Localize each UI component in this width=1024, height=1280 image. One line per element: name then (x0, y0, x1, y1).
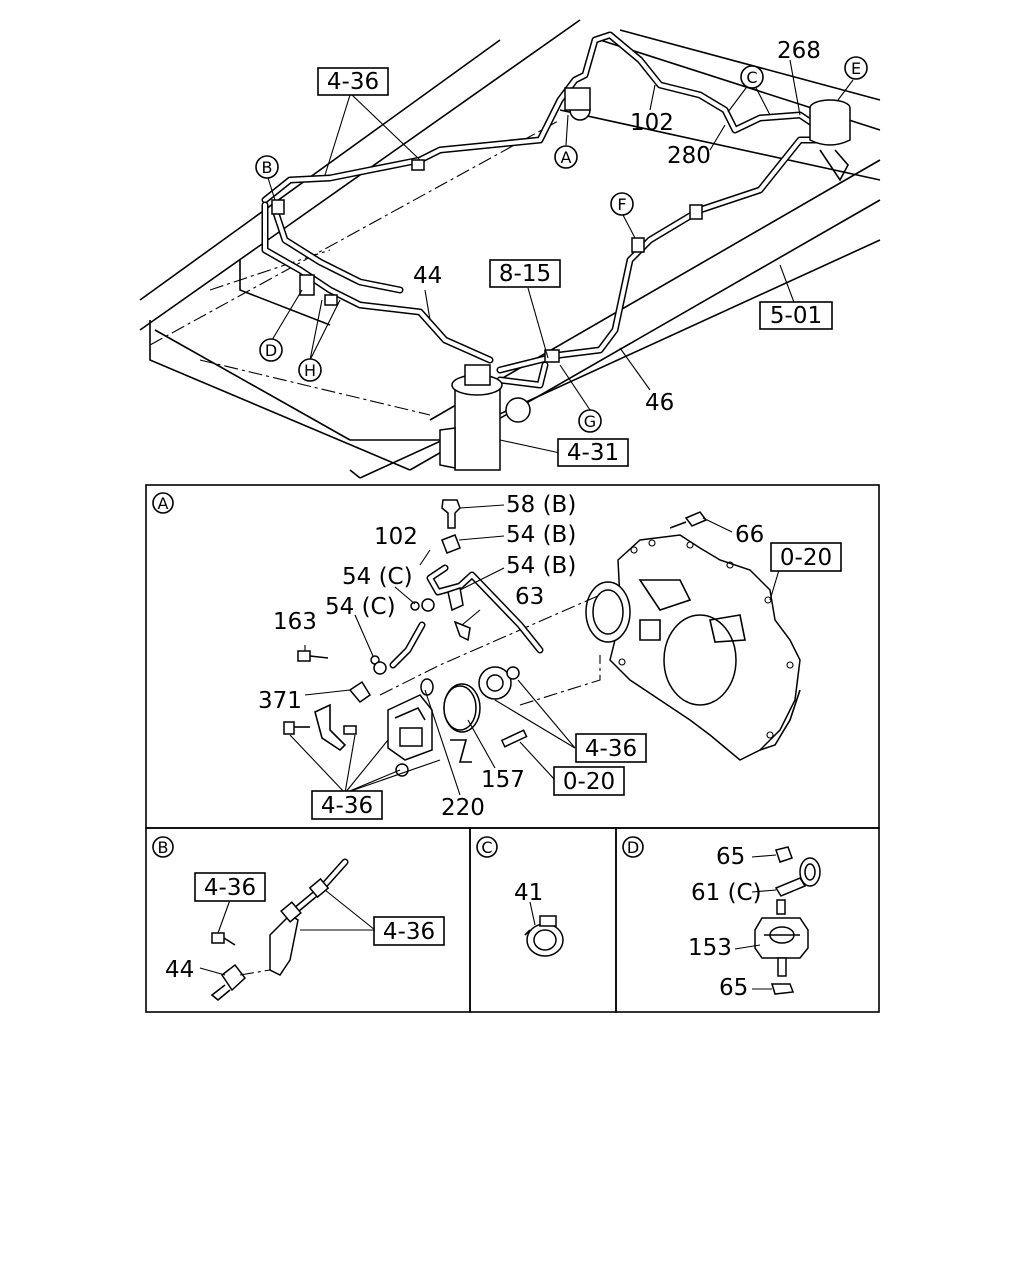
callout-g-letter: G (584, 412, 596, 431)
ref-box-5-01: 5-01 (759, 301, 833, 330)
label-153: 153 (688, 935, 732, 961)
callout-a: A (554, 145, 578, 169)
label-280: 280 (667, 143, 711, 169)
ref-box-4-36-bottom: 4-36 (311, 790, 383, 820)
callout-g: G (578, 409, 602, 433)
detail-panel-c: C 41 (469, 827, 617, 1013)
panel-d-letter: D (627, 838, 639, 857)
callout-f: F (610, 192, 634, 216)
label-44: 44 (165, 957, 194, 983)
label-66: 66 (735, 522, 764, 548)
panel-b-letter: B (158, 838, 169, 857)
svg-text:4-36: 4-36 (585, 736, 637, 762)
svg-text:4-31: 4-31 (567, 440, 619, 466)
callout-e-letter: E (851, 59, 861, 78)
panel-c-letter: C (481, 838, 492, 857)
callout-e: E (844, 56, 868, 80)
ref-box-8-15: 8-15 (489, 259, 561, 288)
callout-h: H (298, 358, 322, 382)
label-54c-lower: 54 (C) (325, 594, 396, 620)
ref-box-4-36-b-right: 4-36 (373, 916, 445, 946)
label-54b-lower: 54 (B) (506, 553, 576, 579)
flywheel-housing (585, 534, 801, 761)
mount-assembly (754, 846, 821, 995)
label-58b: 58 (B) (506, 492, 576, 518)
bolts (283, 499, 708, 735)
callout-b-letter: B (262, 158, 273, 177)
ref-box-4-36-right: 4-36 (575, 733, 647, 763)
label-61c: 61 (C) (691, 880, 762, 906)
fitting (220, 963, 247, 992)
label-102: 102 (630, 110, 674, 136)
label-65-top: 65 (716, 844, 745, 870)
detail-panel-b: B 44 4-36 4-36 (145, 827, 471, 1013)
label-102: 102 (374, 524, 418, 550)
reservoir-tank (809, 99, 851, 182)
svg-text:4-36: 4-36 (321, 793, 373, 819)
label-44: 44 (413, 263, 442, 289)
master-cylinder-unit (439, 87, 591, 471)
svg-text:4-36: 4-36 (383, 919, 435, 945)
svg-text:4-36: 4-36 (204, 875, 256, 901)
label-46: 46 (645, 390, 674, 416)
detail-panel-a: A (145, 484, 880, 829)
callout-b: B (255, 155, 279, 179)
callout-c: C (740, 65, 764, 89)
svg-text:4-36: 4-36 (327, 69, 379, 95)
label-54b-upper: 54 (B) (506, 522, 576, 548)
svg-text:0-20: 0-20 (780, 545, 832, 571)
label-65-bottom: 65 (719, 975, 748, 1001)
label-220: 220 (441, 795, 485, 821)
overview-leaders (267, 59, 854, 454)
callout-c-letter: C (746, 68, 757, 87)
ref-box-4-36-top: 4-36 (317, 67, 389, 96)
ref-box-0-20-top: 0-20 (770, 542, 842, 572)
ref-box-0-20-bottom: 0-20 (553, 766, 625, 796)
label-54c-upper: 54 (C) (342, 564, 413, 590)
panel-a-letter: A (158, 494, 169, 513)
hose-clamp (524, 915, 564, 957)
ref-box-4-36-b-top: 4-36 (194, 872, 266, 902)
bracket (269, 914, 299, 976)
callout-a-letter: A (561, 148, 572, 167)
svg-text:5-01: 5-01 (770, 303, 822, 329)
label-371: 371 (258, 688, 302, 714)
callout-h-letter: H (304, 361, 316, 380)
overview-section: A B C D E F G H 102 268 280 44 46 4-36 8… (139, 19, 881, 479)
label-268: 268 (777, 38, 821, 64)
callout-f-letter: F (617, 195, 626, 214)
svg-text:8-15: 8-15 (499, 261, 551, 287)
label-41: 41 (514, 880, 543, 906)
o-ring (443, 685, 477, 731)
detail-panel-d: D 65 61 (C) 153 65 (615, 827, 880, 1013)
svg-text:0-20: 0-20 (563, 769, 615, 795)
callout-d: D (259, 338, 283, 362)
pump-pipes (348, 534, 544, 704)
label-157: 157 (481, 767, 525, 793)
panel-a-leaders (289, 504, 786, 796)
ref-box-4-31: 4-31 (557, 438, 629, 467)
label-163: 163 (273, 609, 317, 635)
callout-d-letter: D (265, 341, 277, 360)
clips (271, 159, 703, 363)
label-63: 63 (515, 584, 544, 610)
